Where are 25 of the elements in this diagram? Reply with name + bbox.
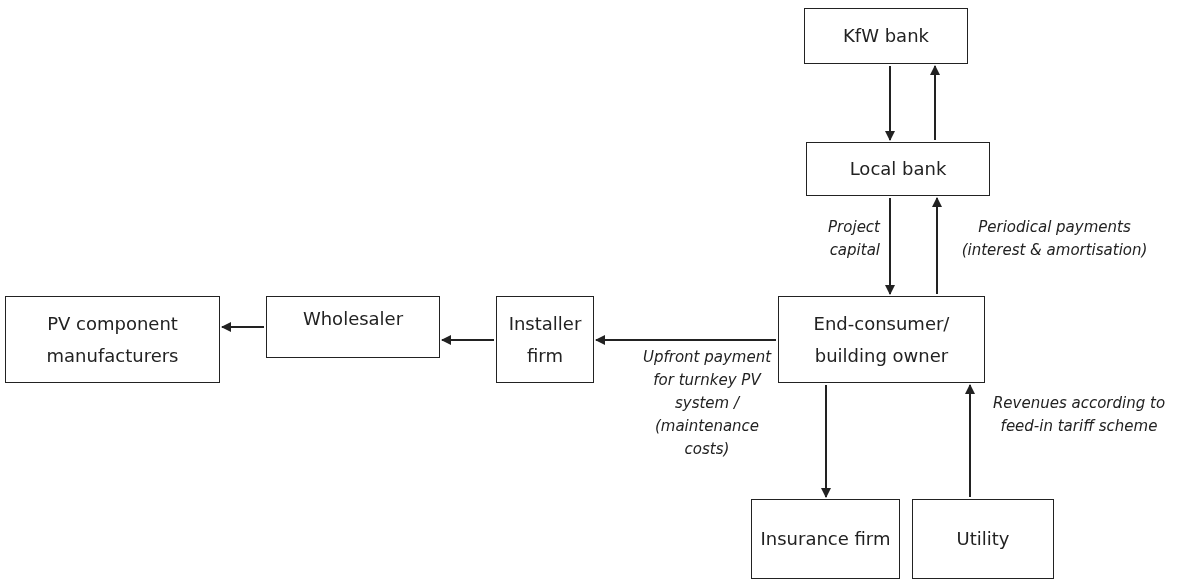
arrow bbox=[885, 65, 895, 141]
entity-box bbox=[266, 296, 440, 358]
entity-box bbox=[778, 296, 985, 383]
box-label: PV component manufacturers bbox=[45, 311, 180, 368]
entity-box bbox=[496, 296, 594, 383]
entity-box bbox=[804, 8, 968, 64]
box-label: Wholesaler bbox=[302, 307, 404, 331]
arrow bbox=[965, 384, 975, 498]
arrow bbox=[821, 384, 831, 498]
arrow bbox=[930, 65, 940, 141]
entity-box bbox=[5, 296, 220, 383]
arrow bbox=[221, 322, 265, 332]
box-label: End-consumer/ building owner bbox=[812, 311, 951, 368]
box-label: KfW bank bbox=[843, 24, 929, 48]
arrow bbox=[595, 335, 777, 345]
entity-box bbox=[912, 499, 1054, 579]
entity-box bbox=[806, 142, 990, 196]
box-label: Utility bbox=[956, 527, 1010, 551]
arrow bbox=[885, 197, 895, 295]
box-label: Local bank bbox=[849, 157, 947, 181]
entity-box bbox=[751, 499, 900, 579]
arrow bbox=[441, 335, 495, 345]
box-label: Installer firm bbox=[507, 311, 583, 368]
box-label: Insurance firm bbox=[760, 527, 891, 551]
arrow bbox=[932, 197, 942, 295]
